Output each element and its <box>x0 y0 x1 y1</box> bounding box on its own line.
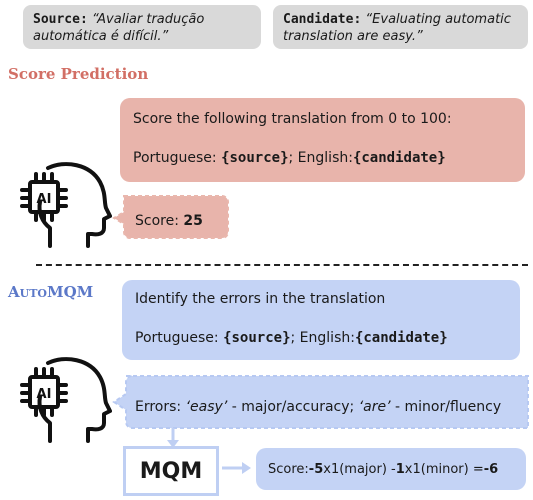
score-total-value: -6 <box>483 461 499 477</box>
section-separator <box>36 264 528 266</box>
score-answer-bubble <box>112 195 229 239</box>
candidate-placeholder: {candidate} <box>354 330 448 346</box>
svg-text:AI: AI <box>37 387 52 402</box>
score-prompt-line2: Portuguese: {source}; English:{candidate… <box>133 150 446 166</box>
automqm-prompt-line2: Portuguese: {source}; English:{candidate… <box>135 330 448 346</box>
ai-head-icon: AI <box>20 357 112 443</box>
svg-text:AI: AI <box>37 192 52 207</box>
score-prompt-line1: Score the following translation from 0 t… <box>133 111 452 127</box>
error-span-1: ‘easy’ <box>185 399 228 415</box>
score-answer-text: Score: 25 <box>135 213 203 229</box>
source-label: Source: <box>33 12 88 27</box>
score-prediction-title: Score Prediction <box>8 65 149 83</box>
source-placeholder: {source} <box>223 330 291 346</box>
automqm-title: AutoMQM <box>8 283 94 301</box>
errors-text: Errors: ‘easy’ - major/accuracy; ‘are’ -… <box>135 399 502 415</box>
source-box: Source: “Avaliar tradução automática é d… <box>23 5 261 49</box>
score-minor-value: 1 <box>395 461 405 477</box>
candidate-box: Candidate: “Evaluating automatic transla… <box>273 5 528 49</box>
source-placeholder: {source} <box>221 150 289 166</box>
score-answer-value: 25 <box>183 213 203 229</box>
ai-head-icon: AI <box>20 162 112 248</box>
down-arrow-icon <box>167 428 179 448</box>
automqm-prompt-bubble: Identify the errors in the translation P… <box>122 280 520 360</box>
automqm-prompt-line1: Identify the errors in the translation <box>135 291 386 307</box>
error-span-2: ‘are’ <box>358 399 391 415</box>
error-category-1: - major/accuracy; <box>227 399 359 415</box>
error-category-2: - minor/fluency <box>390 399 502 415</box>
score-prompt-bubble: Score the following translation from 0 t… <box>120 98 525 182</box>
source-text: “Avaliar tradução automática é difícil.” <box>33 12 205 44</box>
candidate-text: “Evaluating automatic translation are ea… <box>283 12 511 44</box>
candidate-label: Candidate: <box>283 12 362 27</box>
candidate-placeholder: {candidate} <box>352 150 446 166</box>
errors-bubble <box>112 375 529 429</box>
mqm-box: MQM <box>123 446 219 496</box>
right-arrow-icon <box>222 462 251 474</box>
score-major-value: -5 <box>308 461 324 477</box>
